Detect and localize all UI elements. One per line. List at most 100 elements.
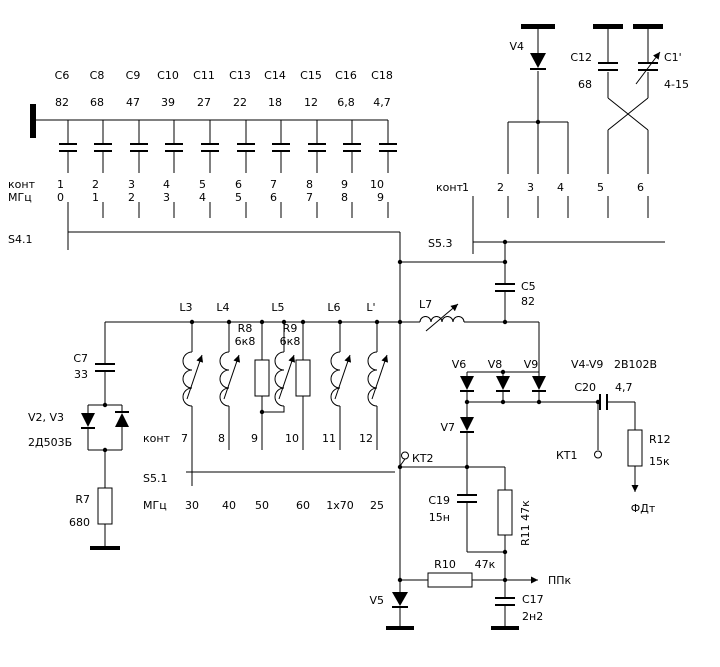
cap-value: 4,7: [373, 96, 391, 109]
wiring-cap-bank: [36, 119, 400, 250]
diode-v5-triangle: [392, 592, 408, 606]
cap-label: C9: [126, 69, 141, 82]
l7-label: L7: [419, 298, 432, 311]
diode-v9-triangle: [532, 376, 546, 390]
l4-label: L4: [216, 301, 229, 314]
kont-row-label: конт: [436, 181, 464, 194]
mhz-number: 6: [270, 191, 277, 204]
l6-label: L6: [327, 301, 340, 314]
contact-number: 6: [637, 181, 644, 194]
junction-dots: [102, 119, 601, 583]
cap-value: 39: [161, 96, 175, 109]
v6-label: V6: [452, 358, 467, 371]
c19-label: C19: [428, 494, 450, 507]
contact-number: 3: [527, 181, 534, 194]
v8-label: V8: [488, 358, 503, 371]
cap-bank-labels: C6 C8 C9 C10 C11 C13 C14 C15 C16 C18 82 …: [8, 69, 393, 246]
kt1-test-point: [594, 450, 602, 459]
cap-label: C16: [335, 69, 357, 82]
detector-labels: V6 V8 V9 V4-V9 2В102В C20 4,7 R12 15к V7…: [369, 358, 670, 623]
v2-v3-label: V2, V3: [28, 411, 64, 424]
kt2-label: КТ2: [412, 452, 434, 465]
l7-adjust-arrow: [425, 303, 459, 332]
kt2-test-point: [401, 451, 409, 460]
v4-label: V4: [509, 40, 524, 53]
r7-label: R7: [75, 493, 90, 506]
v7-label: V7: [440, 421, 455, 434]
c17-value: 2н2: [522, 610, 543, 623]
fdt-output-label: ФДт: [631, 502, 656, 515]
mhz-value: 50: [255, 499, 269, 512]
cap-label: C15: [300, 69, 322, 82]
resistor-bodies: [97, 359, 643, 588]
mhz-row-label: МГц: [8, 191, 32, 204]
wiring-band-switch: [400, 29, 665, 322]
c20-label: C20: [574, 381, 596, 394]
contact-number: 10: [285, 432, 299, 445]
mhz-number: 8: [341, 191, 348, 204]
contact-number: 5: [597, 181, 604, 194]
contact-number: 1: [462, 181, 469, 194]
mhz-value: 40: [222, 499, 236, 512]
mhz-value: 30: [185, 499, 199, 512]
contact-number: 6: [235, 178, 242, 191]
mhz-number: 9: [377, 191, 384, 204]
mhz-number: 4: [199, 191, 206, 204]
contact-number: 4: [163, 178, 170, 191]
chassis-bars: [521, 24, 663, 29]
l4-adjust-arrow: [223, 354, 241, 400]
c7-value: 33: [74, 368, 88, 381]
cap-label: C18: [371, 69, 393, 82]
mhz-number: 2: [128, 191, 135, 204]
mhz-value: 1x70: [326, 499, 354, 512]
r12-label: R12: [649, 433, 671, 446]
lp-adjust-arrow: [371, 354, 389, 400]
c12-label: C12: [570, 51, 592, 64]
contact-number: 12: [359, 432, 373, 445]
c12-value: 68: [578, 78, 592, 91]
cap-value: 6,8: [337, 96, 355, 109]
r11-label: R11 47к: [519, 500, 532, 546]
diode-v7-triangle: [460, 417, 474, 431]
tank-labels: L3 L4 L5 L6 L' L7 R8 6к8 R9 6к8 C5 82 C7…: [28, 280, 536, 529]
cap-value: 47: [126, 96, 140, 109]
contact-number: 8: [306, 178, 313, 191]
v2-v3-type: 2Д503Б: [28, 436, 72, 449]
c7-label: C7: [73, 352, 88, 365]
kt1-label: КТ1: [556, 449, 578, 462]
cap-label: C6: [55, 69, 70, 82]
c5-value: 82: [521, 295, 535, 308]
cap-plates-bank: [59, 143, 397, 152]
cap-value: 12: [304, 96, 318, 109]
c1-adjust-arrow: [635, 51, 661, 85]
mhz-number: 1: [92, 191, 99, 204]
cap-value: 27: [197, 96, 211, 109]
contact-number: 10: [370, 178, 384, 191]
r12-value: 15к: [649, 455, 670, 468]
contact-number: 2: [92, 178, 99, 191]
c1-label: C1': [664, 51, 682, 64]
c1-value: 4-15: [664, 78, 689, 91]
lp-label: L': [366, 301, 375, 314]
mhz-number: 7: [306, 191, 313, 204]
v5-label: V5: [369, 594, 384, 607]
r10-value: 47к: [475, 558, 496, 571]
contact-number: 1: [57, 178, 64, 191]
cap-value: 68: [90, 96, 104, 109]
r7-value: 680: [69, 516, 90, 529]
cap-label: C11: [193, 69, 215, 82]
cap-value: 82: [55, 96, 69, 109]
contact-number: 5: [199, 178, 206, 191]
diode-v3-triangle: [115, 413, 129, 427]
c17-label: C17: [522, 593, 544, 606]
kont-row-label: конт: [143, 432, 171, 445]
r10-label: R10: [434, 558, 456, 571]
arrows: [186, 51, 661, 584]
r8-label: R8: [238, 322, 253, 335]
r9-label: R9: [283, 322, 298, 335]
mhz-number: 5: [235, 191, 242, 204]
switch-s5-1-label: S5.1: [143, 472, 167, 485]
mhz-number: 3: [163, 191, 170, 204]
mhz-value: 25: [370, 499, 384, 512]
